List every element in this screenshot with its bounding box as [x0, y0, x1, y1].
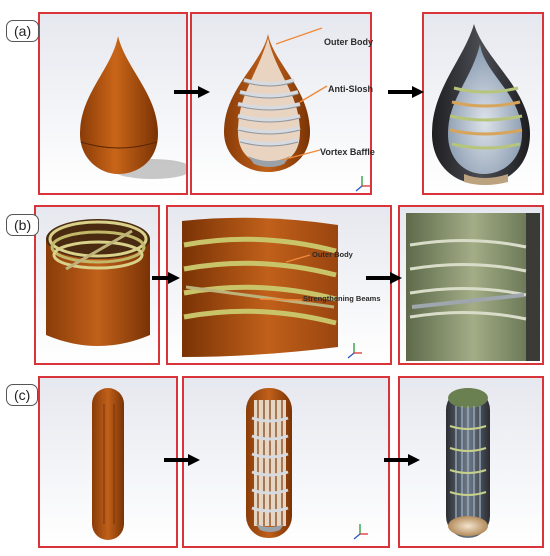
- cylinder-cutaway-icon: [182, 217, 362, 359]
- nose-cone-closed-icon: [80, 36, 186, 179]
- label-vortex-baffle: Vortex Baffle: [320, 147, 375, 157]
- flow-arrow-c2: [382, 452, 422, 473]
- panel-a1-nose-cone: [38, 12, 188, 195]
- row-b-tag: (b): [6, 214, 40, 236]
- panel-c3-render: [398, 376, 544, 548]
- capsule-closed-icon: [92, 388, 124, 540]
- flow-arrow-c1: [162, 452, 202, 473]
- flow-arrow-a2: [386, 84, 426, 105]
- cylinder-closed-icon: [46, 219, 150, 346]
- row-a-tag: (a): [6, 20, 40, 42]
- flow-arrow-a1: [172, 84, 212, 105]
- label-anti-slosh: Anti-Slosh: [328, 84, 373, 94]
- row-c-tag: (c): [6, 384, 39, 406]
- cylinder-render-icon: [406, 213, 540, 361]
- panel-c2-cutaway: [182, 376, 390, 548]
- orientation-triad-icon: [355, 176, 370, 192]
- label-outer-body-b: Outer Body: [312, 250, 353, 259]
- panel-a3-render: [422, 12, 544, 195]
- orientation-triad-icon: [353, 524, 368, 540]
- panel-a2-cutaway: [190, 12, 372, 195]
- orientation-triad-icon: [347, 343, 362, 359]
- panel-b1-cylinder: [34, 205, 160, 365]
- label-outer-body-a: Outer Body: [324, 37, 374, 47]
- flow-arrow-b2: [364, 270, 404, 291]
- panel-b2-cutaway: [166, 205, 392, 365]
- nose-cone-render-icon: [432, 24, 530, 185]
- label-strengthening-beams: Strengthening Beams: [303, 294, 381, 303]
- panel-b3-render: [398, 205, 544, 365]
- capsule-render-icon: [446, 388, 490, 538]
- flow-arrow-b1: [150, 270, 182, 291]
- nose-cone-cutaway-icon: [224, 27, 370, 192]
- capsule-cutaway-icon: [246, 388, 368, 540]
- panel-c1-capsule: [38, 376, 178, 548]
